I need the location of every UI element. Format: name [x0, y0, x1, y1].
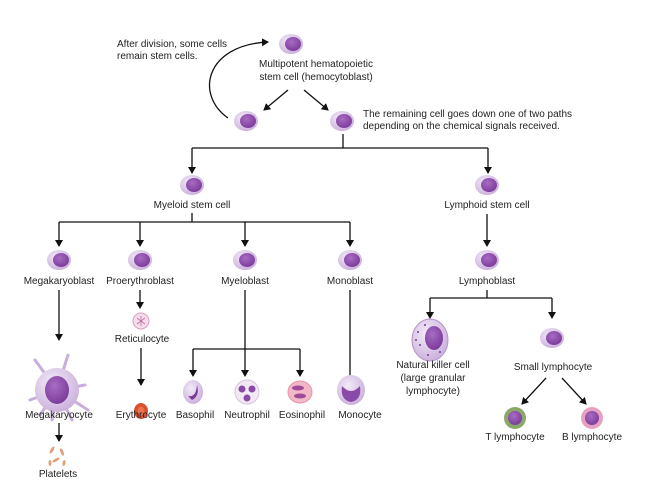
megakaryocyte-label: Megakaryocyte: [25, 410, 93, 421]
platelets-label: Platelets: [39, 469, 77, 480]
megakaryoblast-cell: [47, 250, 71, 270]
hemocytoblast-label-line2: stem cell (hemocytoblast): [259, 72, 372, 83]
myeloid-stem-cell: [180, 175, 204, 195]
proerythroblast-cell: [128, 250, 152, 270]
t-lymphocyte-cell: [504, 407, 526, 429]
monocyte-label: Monocyte: [338, 410, 382, 421]
eosinophil-label: Eosinophil: [279, 410, 325, 421]
nk-cell-label-line2: (large granular: [400, 373, 466, 384]
neutrophil-label: Neutrophil: [224, 410, 270, 421]
platelets-icon: [48, 446, 66, 466]
proerythroblast-label: Proerythroblast: [106, 276, 174, 287]
lymphoid-stem-cell-label: Lymphoid stem cell: [444, 200, 529, 211]
lymphoid-stem-cell: [475, 175, 499, 195]
nk-cell-label-line3: lymphocyte): [406, 386, 460, 397]
small-lymphocyte-cell: [540, 328, 564, 348]
megakaryocyte-cell: [28, 353, 90, 422]
myeloblast-label: Myeloblast: [221, 276, 269, 287]
monocyte-cell: [337, 375, 365, 405]
small-lymphocyte-label: Small lymphocyte: [514, 362, 593, 373]
neutrophil-cell: [234, 379, 260, 405]
differentiation-note-line1: The remaining cell goes down one of two …: [363, 109, 572, 120]
reticulocyte-cell: [132, 312, 150, 330]
eosinophil-cell: [287, 380, 313, 404]
myeloid-stem-cell-label: Myeloid stem cell: [154, 200, 231, 211]
myeloblast-cell: [233, 250, 257, 270]
erythrocyte-cell: [134, 403, 148, 419]
hemocytoblast-label-line1: Multipotent hematopoietic: [259, 59, 373, 70]
stem-cell-daughter: [234, 111, 258, 131]
differentiation-note-line2: depending on the chemical signals receiv…: [363, 121, 560, 132]
self-renewal-note-line1: After division, some cells: [117, 39, 227, 50]
self-renewal-note-line2: remain stem cells.: [117, 51, 198, 62]
monoblast-cell: [338, 250, 362, 270]
connectors: [55, 38, 587, 442]
hemocytoblast-cell: [279, 34, 303, 54]
b-lymphocyte-cell: [581, 407, 603, 429]
natural-killer-cell: [411, 318, 449, 362]
basophil-label: Basophil: [176, 410, 214, 421]
erythrocyte-label: Erythrocyte: [116, 410, 167, 421]
lymphoblast-cell: [475, 250, 499, 270]
reticulocyte-label: Reticulocyte: [115, 334, 170, 345]
lymphoblast-label: Lymphoblast: [459, 276, 516, 287]
megakaryoblast-label: Megakaryoblast: [24, 276, 95, 287]
basophil-cell: [183, 380, 203, 404]
monoblast-label: Monoblast: [327, 276, 373, 287]
committed-cell: [330, 111, 354, 131]
nk-cell-label-line1: Natural killer cell: [396, 360, 469, 371]
b-lymphocyte-label: B lymphocyte: [562, 432, 622, 443]
t-lymphocyte-label: T lymphocyte: [485, 432, 545, 443]
